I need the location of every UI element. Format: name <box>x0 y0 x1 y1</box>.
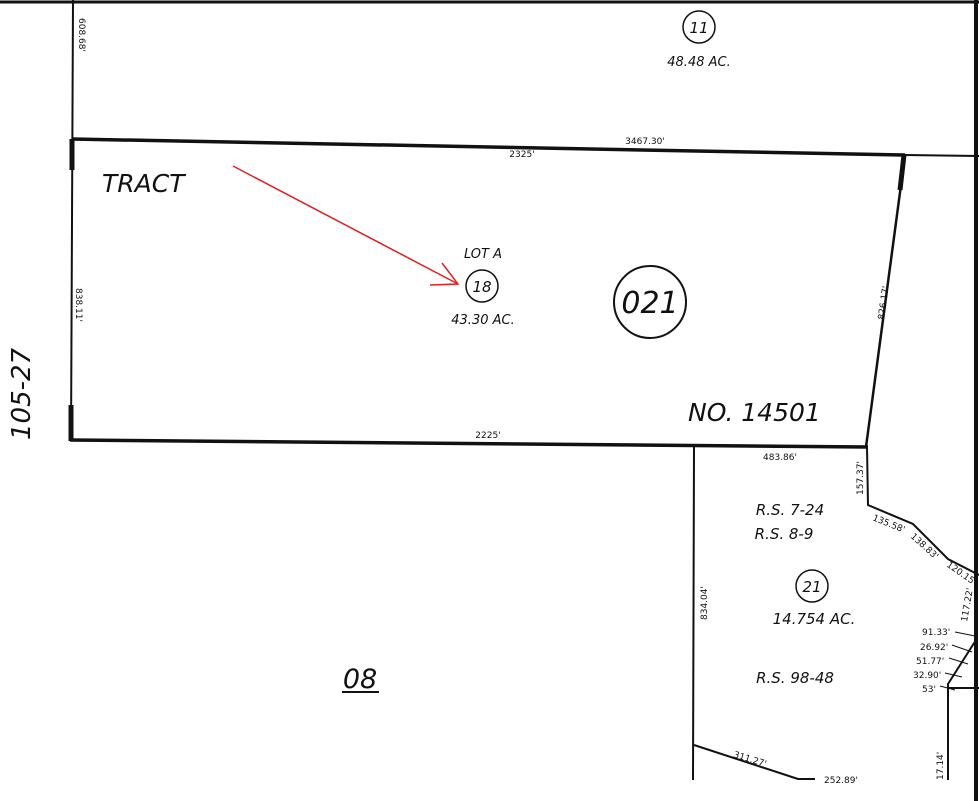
adjacent-area-label: 08 <box>343 664 377 695</box>
parcel-number-21: 21 <box>802 578 821 596</box>
dim-p21-seg-7: 51.77' <box>916 657 944 667</box>
dim-right-tract: 826.17' <box>877 285 892 320</box>
dim-p21-seg-3: 120.15' <box>944 560 978 588</box>
dim-p21-seg-8: 32.90' <box>913 671 941 681</box>
dim-p21-seg-9: 53' <box>922 685 936 695</box>
dim-p21-right-1: 157.37' <box>856 461 866 495</box>
parcel-number-18: 18 <box>472 278 491 296</box>
dim-p21-bottom-1: 311.27' <box>732 750 767 769</box>
dim-bottom-tract: 2225' <box>475 431 500 441</box>
parcel-acres-21: 14.754 AC. <box>773 610 856 628</box>
parcel-acres-18: 43.30 AC. <box>451 313 514 328</box>
dim-p21-bottom-2: 252.89' <box>824 776 858 786</box>
dim-left-upper: 608.68' <box>76 18 86 52</box>
record-survey-3: R.S. 98-48 <box>756 669 834 687</box>
left-boundary <box>70 0 74 442</box>
lot-label: LOT A <box>464 247 502 262</box>
dim-p21-right-2: 17.14' <box>936 752 946 780</box>
parcel21-south-boundary <box>693 744 815 780</box>
record-survey-1: R.S. 7-24 <box>756 501 824 519</box>
tract-bottom-boundary <box>69 438 869 449</box>
parcel21-west-boundary <box>692 446 695 781</box>
dim-p21-left: 834.04' <box>700 586 710 620</box>
parcel-number-11: 11 <box>689 19 708 37</box>
top-line-east <box>904 154 979 157</box>
dim-p21-seg-1: 135.58' <box>871 514 906 536</box>
tract-top-boundary <box>71 137 906 157</box>
location-arrow <box>232 165 460 286</box>
parcel-circle-11 <box>682 10 716 44</box>
page-reference: 105-27 <box>7 347 37 440</box>
tract-label: TRACT <box>102 169 186 198</box>
dim-p21-seg-5: 91.33' <box>922 628 950 638</box>
dimension-leaders <box>939 631 976 691</box>
dim-left-tract: 838.11' <box>73 288 83 322</box>
parcel21-east-boundary <box>947 639 977 780</box>
parcel-circle-21 <box>795 569 829 603</box>
tract-east-boundary <box>864 154 907 448</box>
record-survey-2: R.S. 8-9 <box>755 525 814 543</box>
parcel21-north-east-boundary <box>866 446 979 576</box>
corner-mark <box>897 154 907 191</box>
tract-number: NO. 14501 <box>688 398 821 427</box>
book-page-number: 021 <box>621 286 678 321</box>
parcel-acres-11: 48.48 AC. <box>667 55 730 70</box>
dim-p21-seg-6: 26.92' <box>920 643 948 653</box>
dim-top-total: 3467.30' <box>625 137 665 147</box>
book-page-circle <box>613 265 687 339</box>
parcel-circle-18 <box>465 269 499 303</box>
dim-top-tract: 2325' <box>509 150 534 160</box>
dimension-labels: 3467.30' 2325' 2225' 608.68' 838.11' 826… <box>73 18 978 786</box>
dim-p21-seg-4: 117.22' <box>960 587 976 622</box>
dim-p21-top: 483.86' <box>763 453 797 463</box>
